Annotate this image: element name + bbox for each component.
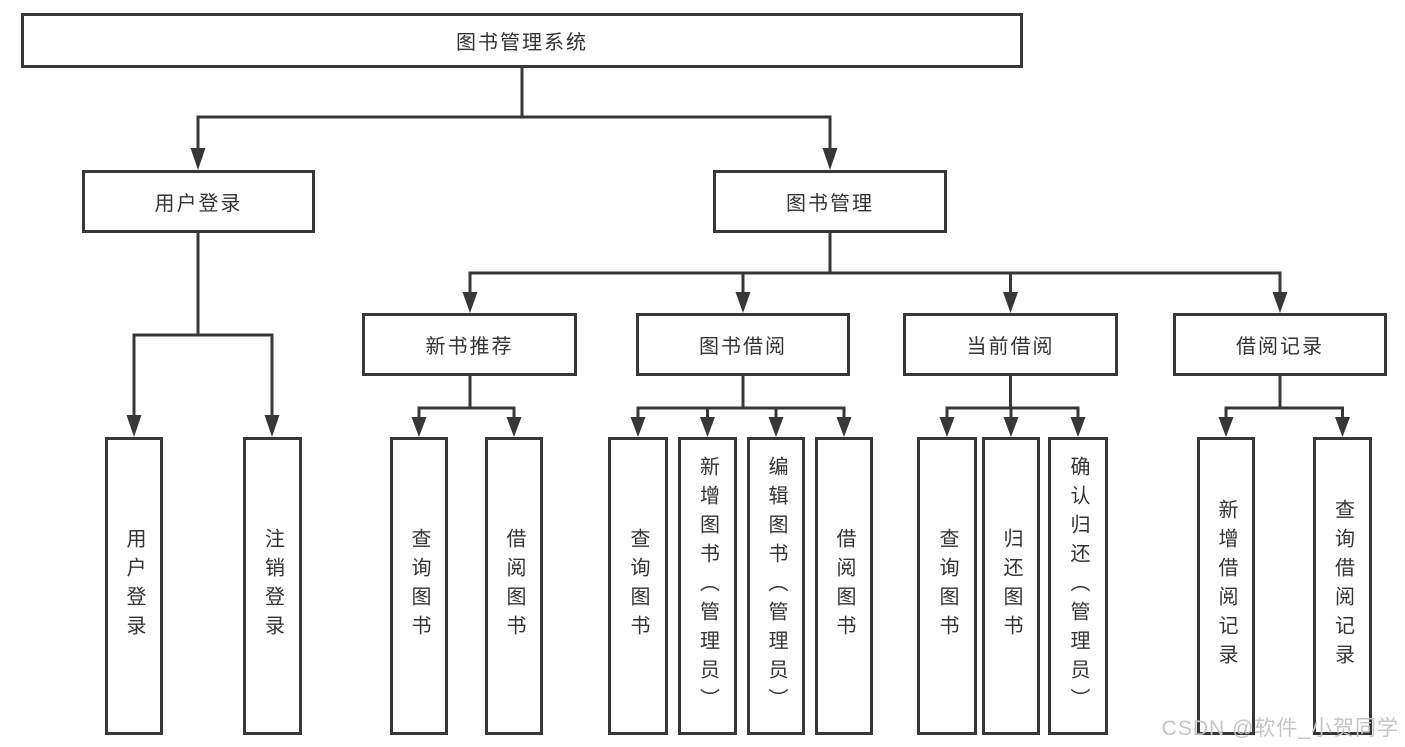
node-label: 借阅记录 [1236,336,1324,358]
node-library-management-system: 图书管理系统 [21,13,1023,68]
connectors-book-borrowing [630,374,852,437]
leaf-label: 用户登录 [123,528,145,644]
leaf-label: 查询图书 [936,528,958,644]
leaf-label: 注销登录 [261,528,284,644]
leaf-label: 借阅图书 [833,528,855,644]
node-label: 图书管理 [786,193,874,215]
leaf-add-books-admin: 新增图书（管理员） [678,437,737,735]
node-label: 图书借阅 [699,336,787,358]
leaf-label: 借阅图书 [503,528,525,644]
connectors-book-management-branch [462,231,1288,313]
node-user-login: 用户登录 [82,170,315,233]
leaf-label: 查询图书 [627,528,649,644]
leaf-label: 确认归还（管理员） [1067,455,1089,717]
connectors-new-book-recommendation [411,374,522,437]
node-borrowing-records: 借阅记录 [1173,313,1387,376]
node-new-book-recommendation: 新书推荐 [362,313,577,376]
leaf-label: 新增图书（管理员） [696,455,719,717]
leaf-query-borrow-record: 查询借阅记录 [1313,437,1372,735]
leaf-user-login: 用户登录 [105,437,163,735]
leaf-label: 编辑图书（管理员） [765,455,787,717]
leaf-return-books: 归还图书 [982,437,1040,735]
node-label: 用户登录 [154,193,243,215]
leaf-borrow-books: 借阅图书 [815,437,873,735]
leaf-label: 查询借阅记录 [1331,499,1354,673]
node-book-management: 图书管理 [713,170,947,233]
leaf-logout: 注销登录 [243,437,302,735]
leaf-confirm-return-admin: 确认归还（管理员） [1048,437,1108,735]
leaf-label: 归还图书 [1000,528,1022,644]
leaf-label: 新增借阅记录 [1215,499,1237,673]
connectors-current-borrowing [939,374,1086,437]
node-label: 图书管理系统 [456,32,588,54]
leaf-label: 查询图书 [408,528,430,644]
leaf-borrow-books-recommend: 借阅图书 [485,437,543,735]
node-current-borrowing: 当前借阅 [903,313,1118,376]
leaf-query-books-current: 查询图书 [917,437,977,735]
node-label: 当前借阅 [966,336,1055,358]
connectors-root-to-level2 [190,66,838,170]
connectors-user-login-branch [126,231,280,437]
leaf-add-borrow-record: 新增借阅记录 [1197,437,1255,735]
leaf-query-books-recommend: 查询图书 [390,437,448,735]
node-book-borrowing: 图书借阅 [636,313,850,376]
leaf-query-books-borrowing: 查询图书 [608,437,668,735]
connectors-borrowing-records [1218,374,1350,437]
leaf-edit-books-admin: 编辑图书（管理员） [747,437,805,735]
node-label: 新书推荐 [425,336,514,358]
